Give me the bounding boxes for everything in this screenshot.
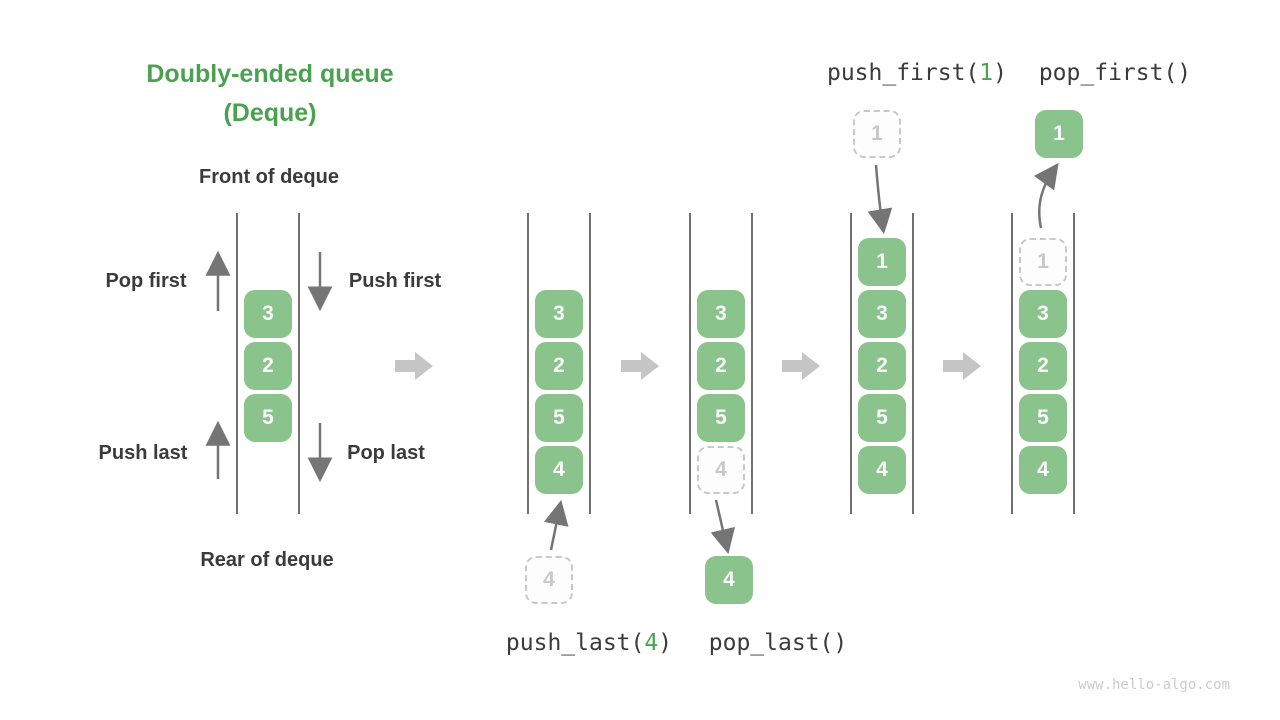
queue-cell: 4: [858, 446, 906, 494]
code-arg: 1: [979, 60, 994, 86]
queue-cell: 2: [244, 342, 292, 390]
code-text: push_first(: [826, 60, 980, 86]
queue-cell: 4: [535, 446, 583, 494]
queue-cell: 2: [858, 342, 906, 390]
queue-cell: 3: [535, 290, 583, 338]
removed-ghost-cell: 4: [697, 446, 745, 494]
incoming-ghost-cell: 4: [525, 556, 573, 604]
pop-first-remove-arrow-icon: [1033, 162, 1059, 229]
pop-last-code-label: pop_last(): [708, 630, 848, 656]
push-last-insert-arrow-icon: [543, 499, 569, 551]
popped-cell: 1: [1035, 110, 1083, 158]
queue-cell: 5: [1019, 394, 1067, 442]
stage-transition-arrows: [395, 352, 981, 380]
queue-cell: 5: [858, 394, 906, 442]
stage-arrow-icon: [621, 352, 659, 380]
deque-direction-arrows: [205, 250, 333, 483]
queue-cell: 5: [244, 394, 292, 442]
push-first-label: Push first: [348, 270, 442, 292]
stage-arrow-icon: [395, 352, 433, 380]
queue-cell: 3: [244, 290, 292, 338]
diagram-title: Doubly-ended queue (Deque): [146, 55, 393, 133]
code-text: ): [658, 630, 673, 656]
queue-cell: 5: [535, 394, 583, 442]
push-first-code-label: push_first(1): [827, 59, 1007, 87]
deque-channel-walls: [236, 213, 1075, 514]
queue-cell: 5: [697, 394, 745, 442]
push-last-code-label: push_last(4): [506, 629, 672, 657]
incoming-ghost-cell: 1: [853, 110, 901, 158]
queue-cell: 3: [697, 290, 745, 338]
stage-arrow-icon: [782, 352, 820, 380]
code-arg: 4: [644, 630, 659, 656]
queue-cell: 2: [1019, 342, 1067, 390]
queue-cell: 1: [858, 238, 906, 286]
title-line1: Doubly-ended queue: [146, 60, 394, 88]
queue-cell: 4: [1019, 446, 1067, 494]
queue-cell: 2: [535, 342, 583, 390]
front-of-deque-label: Front of deque: [199, 166, 339, 188]
title-line2: (Deque): [223, 99, 317, 127]
code-text: push_last(: [505, 630, 645, 656]
rear-of-deque-label: Rear of deque: [200, 549, 334, 571]
pop-last-remove-arrow-icon: [710, 499, 735, 555]
pop-last-label: Pop last: [347, 442, 425, 464]
code-text: ): [993, 60, 1008, 86]
pop-first-code-label: pop_first(): [1038, 60, 1192, 86]
push-last-label: Push last: [98, 442, 188, 464]
popped-cell: 4: [705, 556, 753, 604]
stage-arrow-icon: [943, 352, 981, 380]
push-first-insert-arrow-icon: [867, 164, 893, 235]
operation-arrows: [543, 162, 1059, 555]
pop-first-label: Pop first: [105, 270, 187, 292]
queue-cell: 3: [858, 290, 906, 338]
queue-cell: 3: [1019, 290, 1067, 338]
queue-cell: 2: [697, 342, 745, 390]
removed-ghost-cell: 1: [1019, 238, 1067, 286]
site-watermark: www.hello-algo.com: [1078, 677, 1230, 693]
